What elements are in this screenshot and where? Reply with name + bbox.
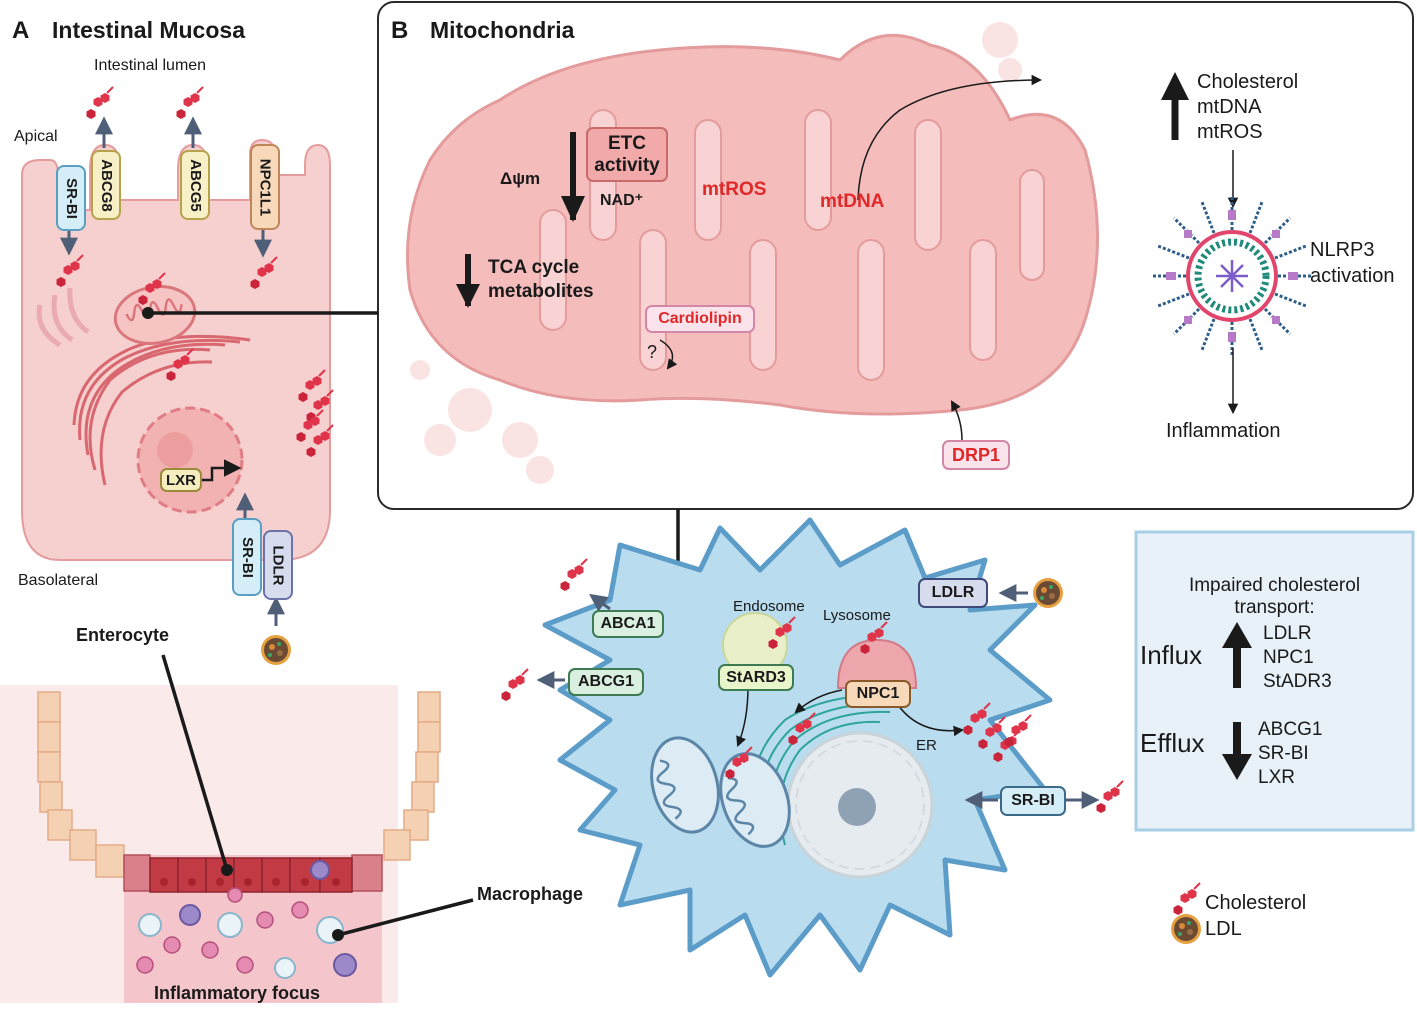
transporter-npc1l1: NPC1L1 (250, 144, 280, 230)
mtros-label: mtROS (702, 179, 767, 200)
macrophage-label: Macrophage (477, 884, 584, 904)
stard3-label: StARD3 (718, 664, 794, 691)
panel-b-letter: B (391, 17, 409, 44)
lxr-label: LXR (160, 468, 202, 492)
basolateral-label: Basolateral (18, 572, 99, 589)
transporter-ldlr-basal: LDLR (263, 530, 293, 600)
panel-a-letter: A (12, 17, 30, 44)
increase-item: mtDNA (1197, 96, 1262, 118)
summary-title: Impaired cholesterol transport: (1188, 575, 1361, 618)
increase-item: mtROS (1197, 121, 1263, 143)
etc-activity-box: ETC activity (586, 127, 668, 182)
nad-label: NAD⁺ (600, 192, 644, 209)
intestinal-lumen-label: Intestinal lumen (94, 57, 207, 74)
influx-item: NPC1 (1263, 647, 1314, 668)
lysosome-label: Lysosome (823, 607, 891, 624)
transporter-ldlr-macrophage: LDLR (918, 578, 988, 608)
enterocyte-label: Enterocyte (76, 625, 170, 645)
influx-list: LDLR NPC1 StADR3 (1263, 622, 1332, 694)
tca-label: TCA cycle metabolites (488, 257, 594, 302)
inflammatory-focus-label: Inflammatory focus (154, 983, 321, 1003)
influx-label: Influx (1140, 640, 1203, 670)
question-mark: ? (647, 342, 658, 362)
cardiolipin-label: Cardiolipin (645, 305, 755, 333)
efflux-label: Efflux (1140, 728, 1205, 758)
drp1-label: DRP1 (942, 440, 1010, 470)
npc1-label: NPC1 (845, 680, 911, 708)
panel-b-title: Mitochondria (430, 17, 575, 43)
legend-cholesterol: Cholesterol (1205, 892, 1307, 914)
increase-list: Cholesterol mtDNA mtROS (1197, 70, 1298, 145)
transporter-srbi-basal: SR-BI (232, 518, 262, 596)
inflammation-label: Inflammation (1166, 420, 1281, 442)
transporter-srbi-apical: SR-BI (56, 165, 86, 231)
efflux-item: SR-BI (1258, 743, 1309, 764)
legend-ldl: LDL (1205, 918, 1242, 940)
transporter-abcg5: ABCG5 (180, 150, 210, 220)
panel-a-title: Intestinal Mucosa (52, 17, 245, 43)
increase-item: Cholesterol (1197, 71, 1299, 93)
mtdna-label: mtDNA (820, 191, 885, 212)
transporter-abca1: ABCA1 (592, 610, 664, 638)
endosome-label: Endosome (733, 598, 805, 615)
transporter-srbi-macrophage: SR-BI (1000, 786, 1066, 816)
influx-item: LDLR (1263, 623, 1312, 644)
apical-label: Apical (14, 128, 58, 145)
transporter-abcg1: ABCG1 (568, 668, 644, 696)
transporter-abcg8: ABCG8 (91, 150, 121, 220)
efflux-list: ABCG1 SR-BI LXR (1258, 718, 1322, 790)
efflux-item: LXR (1258, 767, 1295, 788)
efflux-item: ABCG1 (1258, 719, 1323, 740)
er-label: ER (916, 737, 937, 754)
nlrp3-label: NLRP3 activation (1310, 239, 1395, 287)
influx-item: StADR3 (1263, 671, 1332, 692)
delta-psi-label: Δψm (500, 169, 541, 188)
